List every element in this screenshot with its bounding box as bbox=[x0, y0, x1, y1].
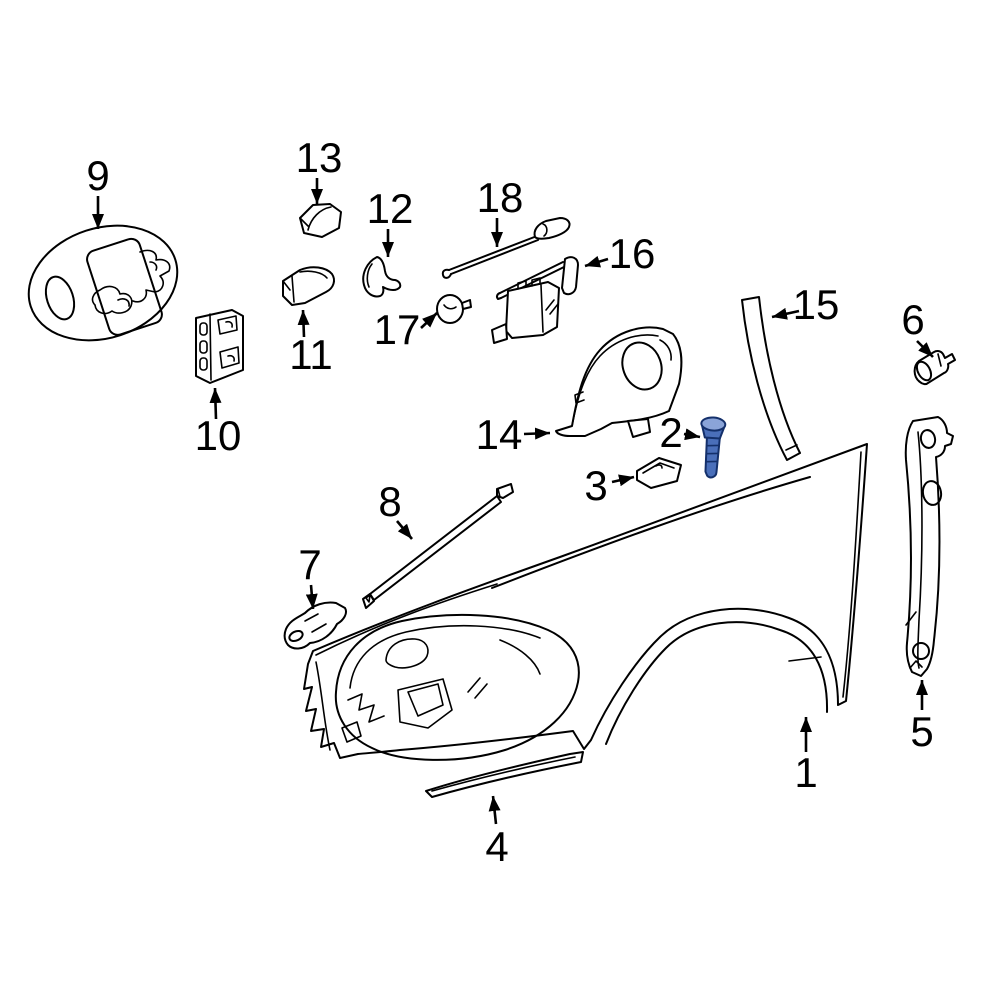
part-label-5: 5 bbox=[910, 708, 933, 755]
part-label-6: 6 bbox=[901, 296, 924, 343]
part-drawing-10 bbox=[195, 309, 244, 384]
part-label-17: 17 bbox=[374, 306, 421, 353]
part-callout-1: 1 bbox=[794, 717, 818, 796]
part-callout-13: 13 bbox=[296, 134, 343, 204]
part-drawing-8 bbox=[362, 483, 514, 609]
part-label-15: 15 bbox=[793, 281, 840, 328]
part-label-4: 4 bbox=[485, 823, 508, 870]
part-callout-4: 4 bbox=[485, 795, 509, 870]
part-label-11: 11 bbox=[289, 331, 333, 378]
part-callout-2: 2 bbox=[659, 409, 701, 456]
part-drawing-3 bbox=[636, 457, 682, 489]
part-drawing-14 bbox=[555, 326, 683, 438]
part-drawing-6 bbox=[913, 349, 956, 386]
part-drawing-5 bbox=[904, 416, 954, 677]
part-label-1: 1 bbox=[794, 749, 817, 796]
part-drawing-18 bbox=[441, 217, 571, 279]
part-label-12: 12 bbox=[367, 185, 414, 232]
part-label-7: 7 bbox=[298, 541, 321, 588]
part-drawing-15 bbox=[741, 296, 801, 461]
part-label-9: 9 bbox=[86, 152, 109, 199]
part-callout-15: 15 bbox=[771, 281, 840, 328]
part-drawing-4 bbox=[425, 751, 584, 798]
part-drawing-17 bbox=[436, 294, 472, 324]
part-drawing-9 bbox=[27, 224, 179, 342]
part-callout-7: 7 bbox=[298, 541, 322, 610]
part-callout-10: 10 bbox=[195, 387, 242, 459]
part-callout-17: 17 bbox=[374, 306, 438, 353]
part-callout-18: 18 bbox=[477, 174, 524, 247]
part-drawing-13 bbox=[299, 203, 342, 238]
part-callout-5: 5 bbox=[910, 680, 934, 755]
part-label-3: 3 bbox=[584, 462, 607, 509]
part-label-18: 18 bbox=[477, 174, 524, 221]
part-drawing-2-highlighted-screw bbox=[700, 416, 727, 479]
part-drawing-16 bbox=[491, 256, 579, 344]
part-callout-6: 6 bbox=[901, 296, 934, 358]
part-callout-16: 16 bbox=[584, 230, 656, 277]
part-callout-3: 3 bbox=[584, 462, 635, 509]
part-label-2: 2 bbox=[659, 409, 682, 456]
part-label-8: 8 bbox=[378, 478, 401, 525]
part-label-14: 14 bbox=[476, 411, 523, 458]
part-label-16: 16 bbox=[609, 230, 656, 277]
part-drawing-7 bbox=[283, 601, 347, 650]
part-callout-9: 9 bbox=[86, 152, 110, 229]
part-callout-11: 11 bbox=[289, 309, 333, 378]
part-drawing-1-fender bbox=[303, 443, 868, 761]
callouts: 9 13 12 18 16 17 11 10 bbox=[86, 134, 934, 870]
part-drawing-11 bbox=[282, 266, 335, 306]
part-label-10: 10 bbox=[195, 412, 242, 459]
part-callout-8: 8 bbox=[378, 478, 413, 540]
part-callout-12: 12 bbox=[367, 185, 414, 257]
part-callout-14: 14 bbox=[476, 411, 551, 458]
part-drawing-12 bbox=[362, 256, 402, 298]
part-label-13: 13 bbox=[296, 134, 343, 181]
